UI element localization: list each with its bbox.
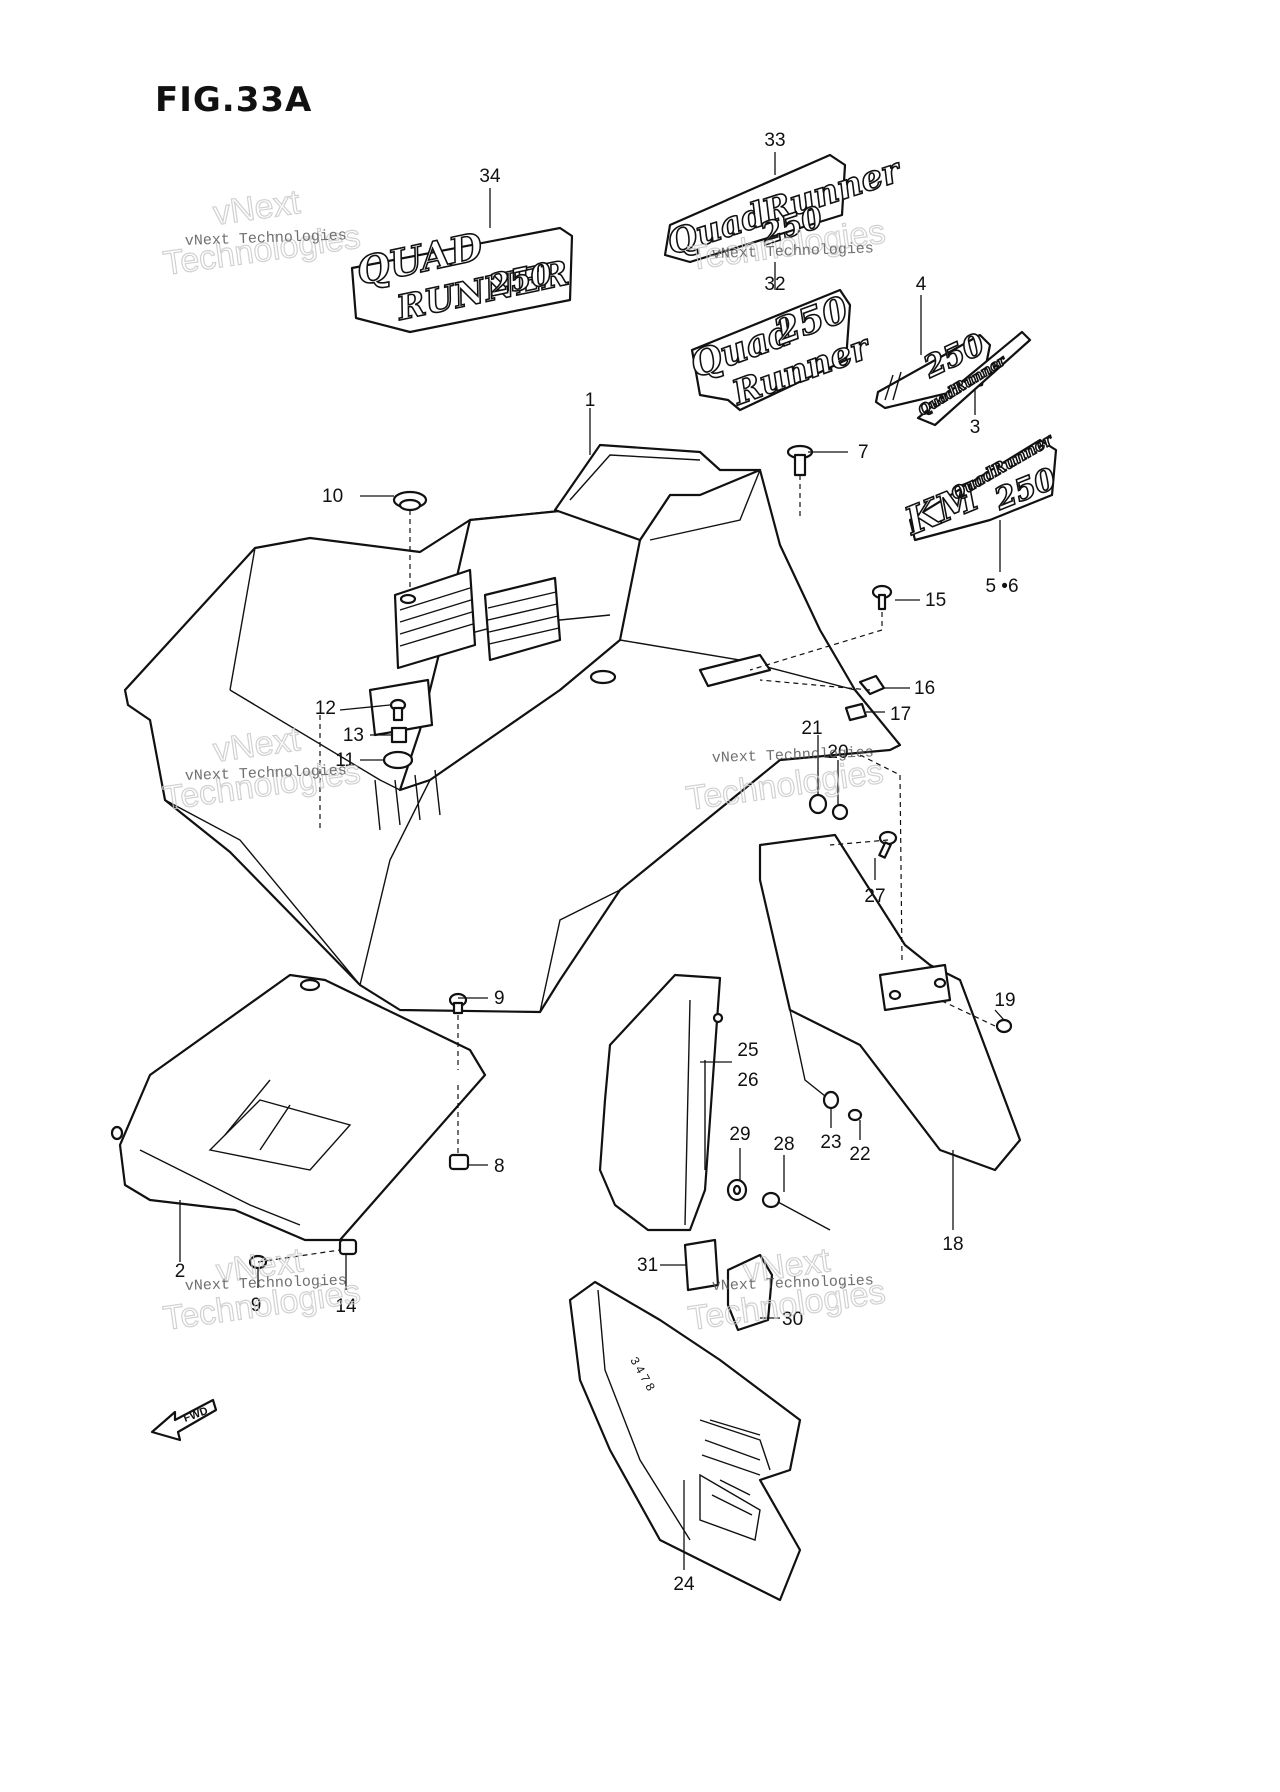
callout-32: 32 [764,274,785,295]
callout-9b: 9 [251,1295,262,1316]
watermark-4: vNext Technologies [712,744,875,767]
callout-25: 25 [737,1040,758,1061]
callout-23: 23 [820,1132,841,1153]
nut-17 [844,702,868,722]
callout-26: 26 [737,1070,758,1091]
bolt-7 [786,444,814,477]
callout-33: 33 [764,130,785,151]
callout-22: 22 [849,1144,870,1165]
callout-12: 12 [315,698,336,719]
washer-23 [822,1090,840,1110]
leader-lines [179,152,1005,1570]
callout-24: 24 [673,1574,695,1595]
nut-8 [448,1153,470,1171]
bolt-9-top [448,992,468,1015]
callout-2: 2 [175,1261,186,1282]
guard-25-26 [598,973,724,1232]
callout-21: 21 [801,718,822,739]
callout-15: 15 [925,590,946,611]
bolt-22 [847,1108,863,1122]
bolt-19 [995,1018,1013,1034]
grommet-10 [392,490,428,512]
washer-29 [726,1178,748,1202]
nut-14 [338,1238,358,1256]
watermark-1: vNext Technologies [185,227,348,250]
bracket-30 [726,1253,774,1332]
pad-31 [683,1238,720,1292]
callout-13: 13 [343,725,364,746]
figure-title: FIG.33A [155,80,313,120]
callout-29: 29 [729,1124,750,1145]
callout-28: 28 [773,1134,794,1155]
callout-3: 3 [970,417,981,438]
rivet-28 [761,1191,831,1231]
vent-right [483,576,562,662]
callouts: 34 33 32 4 3 5 •6 1 7 10 15 16 17 12 13 … [175,130,1019,1595]
watermark-5: vNext Technologies [185,1272,348,1295]
callout-19: 19 [994,990,1015,1011]
callout-27: 27 [864,886,885,907]
decal-34: QUAD RUNNER 250 [350,222,574,334]
mudguard-18 [758,833,1022,1172]
nut-16 [858,674,886,696]
callout-31: 31 [637,1255,658,1276]
callout-30: 30 [782,1309,803,1330]
callout-5-6: 5 •6 [985,576,1018,597]
front-fender [123,443,902,1014]
watermark-vnext-1: vNext [211,183,303,233]
fwd-arrow-icon: FWD [150,1398,218,1442]
watermark-6: vNext Technologies [712,1272,875,1295]
guard-24: 3 4 7 8 [568,1280,802,1602]
callout-4: 4 [916,274,927,295]
decal-32: Quad 250 Runner [684,287,877,414]
callout-9a: 9 [494,988,505,1009]
vent-left [393,568,477,670]
callout-14: 14 [335,1296,357,1317]
callout-1: 1 [585,390,596,411]
watermark-2: vNext Technologies [712,240,875,263]
callout-8: 8 [494,1156,505,1177]
callout-7: 7 [858,442,869,463]
callout-10: 10 [322,486,343,507]
screw-27 [878,830,898,859]
callout-16: 16 [914,678,935,699]
washer-20 [831,803,849,821]
callout-17: 17 [890,704,911,725]
bolt-12 [389,698,407,722]
cover-2 [110,973,487,1242]
collar-13 [390,726,408,744]
watermark-3: vNext Technologies [185,762,348,785]
callout-18: 18 [942,1234,963,1255]
callout-34: 34 [479,166,501,187]
callout-11: 11 [335,750,355,771]
decal-5-6: KM QuadRunner 250 [897,428,1062,544]
callout-20: 20 [827,742,848,763]
screw-15 [871,584,893,611]
grommet-11 [382,750,414,770]
